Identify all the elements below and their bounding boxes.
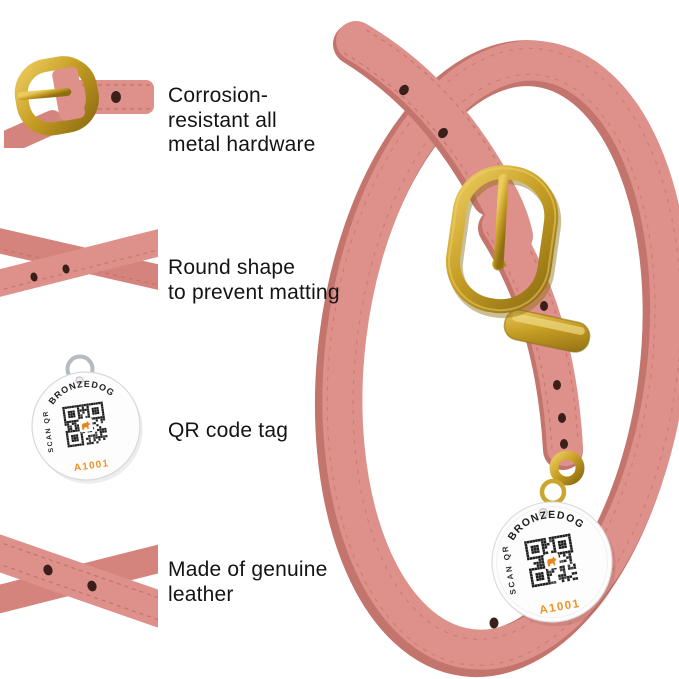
buckle xyxy=(445,165,562,319)
tag-code: A1001 xyxy=(73,458,110,474)
buckle-prong xyxy=(493,173,509,269)
leather-straps xyxy=(0,534,158,628)
collar-hole xyxy=(489,617,499,629)
qr-tag: BRONZEDOG SCAN QR A1001 xyxy=(491,501,616,627)
rolled-straps xyxy=(0,228,158,297)
qr-code xyxy=(62,401,108,448)
thumbnail-rolled-collar xyxy=(0,228,158,297)
feature-label-round-shape: Round shape to prevent matting xyxy=(168,256,340,304)
tag-hole xyxy=(538,508,549,518)
tag-hole xyxy=(75,376,84,385)
buckle-closeup xyxy=(14,56,99,136)
feature-label-hardware: Corrosion- resistant all metal hardware xyxy=(168,84,316,156)
strap-hole xyxy=(111,91,121,103)
qr-tag-small: BRONZEDOG SCAN QR A1001 xyxy=(31,371,143,484)
feature-label-qr-tag: QR code tag xyxy=(168,419,289,442)
collar-strap-upper xyxy=(333,21,533,256)
dog-logo-icon xyxy=(547,556,557,567)
dog-logo-icon xyxy=(81,421,90,430)
collar-loop xyxy=(314,40,679,678)
thumbnail-qr-tag: BRONZEDOG SCAN QR A1001 xyxy=(31,354,143,484)
tag-jump-ring xyxy=(539,478,567,506)
thumbnail-leather-closeup xyxy=(0,534,158,628)
qr-code xyxy=(524,533,579,588)
strap-keeper xyxy=(503,309,591,353)
feature-label-leather: Made of genuine leather xyxy=(168,558,328,606)
prong xyxy=(17,87,72,101)
thumbnail-buckle-closeup xyxy=(4,56,154,148)
d-ring xyxy=(549,450,585,486)
strap-tail xyxy=(4,110,64,148)
